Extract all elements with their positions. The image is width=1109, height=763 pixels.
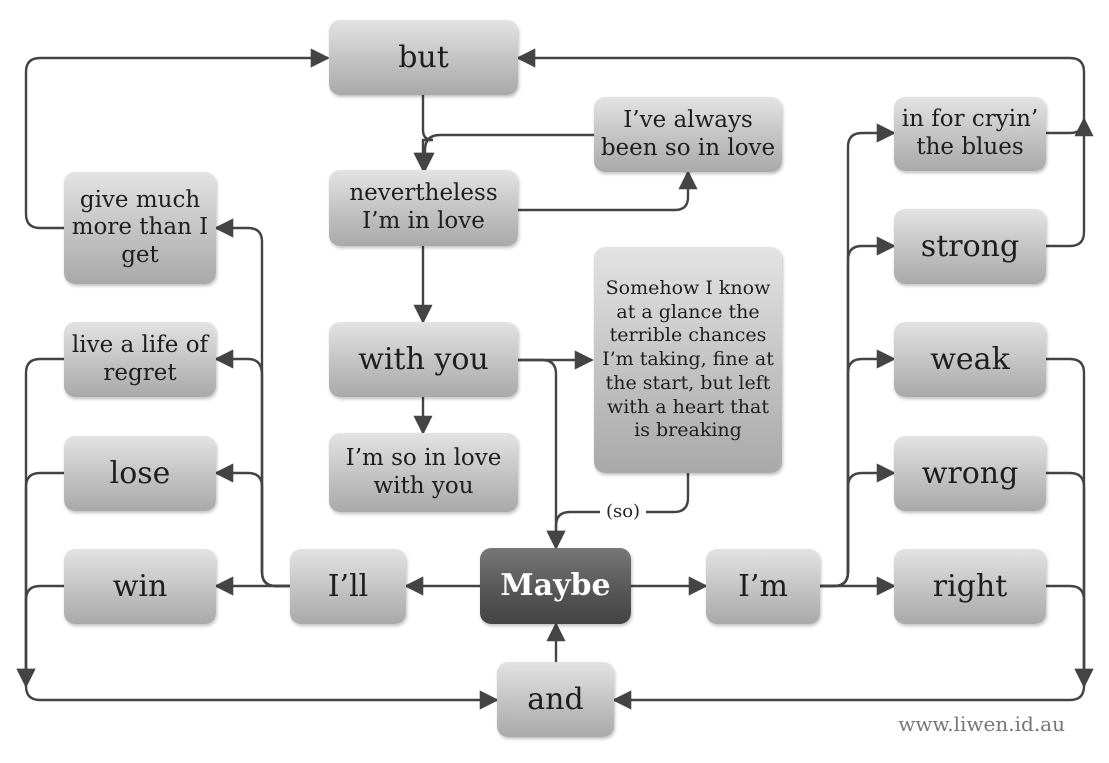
edge-win-to-and [16,584,64,688]
node-ill-label: I’ll [327,568,369,604]
node-so-in-love-label: I’m so in love with you [345,444,502,499]
edge-label-so: (so) [600,498,646,524]
node-strong: strong [894,209,1046,284]
node-right: right [894,549,1046,624]
node-nevertheless-label: nevertheless I’m in love [349,180,498,234]
edge-right-to-and [1046,584,1094,688]
node-lose: lose [64,436,216,511]
node-in-for-cryin: in for cryin’ the blues [894,97,1046,171]
node-with-you-label: with you [358,341,489,377]
node-win: win [64,549,216,624]
node-always: I’ve always been so in love [594,97,782,172]
node-and: and [497,662,614,737]
node-wrong: wrong [894,436,1046,511]
node-win-label: win [112,568,168,604]
node-and-label: and [527,681,584,717]
edge-with-you-to-maybe [518,358,566,550]
edge-lose-to-and [16,471,64,688]
edge-wrong-to-and [1046,471,1094,688]
edge-nevertheless-to-always [518,170,698,212]
edge-in-for-to-but [1046,117,1094,137]
node-live-life-label: live a life of regret [71,331,209,386]
edge-ill-to-lose [214,463,290,588]
node-maybe-label: Maybe [500,568,611,603]
node-somehow-label: Somehow I know at a glance the terrible … [602,276,774,442]
node-somehow: Somehow I know at a glance the terrible … [594,247,782,473]
node-with-you: with you [329,322,518,397]
node-give-much-label: give much more than I get [71,186,209,268]
node-live-life: live a life of regret [64,322,216,397]
node-ill: I’ll [290,549,406,624]
edge-ill-to-give [214,218,290,588]
node-weak-label: weak [930,341,1010,377]
node-always-label: I’ve always been so in love [600,106,776,161]
node-wrong-label: wrong [921,455,1019,491]
node-give-much: give much more than I get [64,172,216,284]
node-weak: weak [894,322,1046,397]
node-right-label: right [932,568,1008,604]
node-im-label: I’m [738,568,788,604]
node-nevertheless: nevertheless I’m in love [329,170,518,246]
node-maybe-root: Maybe [480,548,631,624]
node-so-in-love: I’m so in love with you [329,433,518,512]
edge-im-to-wrong [820,463,896,588]
edge-im-to-in-for [820,123,896,588]
node-lose-label: lose [109,455,171,491]
edge-im-to-strong [820,236,896,588]
node-but: but [329,20,518,95]
edge-give-to-but [24,48,330,230]
node-strong-label: strong [920,228,1020,264]
edge-strong-to-but [516,48,1086,248]
footer-url: www.liwen.id.au [898,712,1065,736]
edge-always-to-nevertheless [415,133,594,172]
node-im: I’m [706,549,820,624]
node-in-for-cryin-label: in for cryin’ the blues [901,106,1039,160]
node-but-label: but [398,39,449,75]
